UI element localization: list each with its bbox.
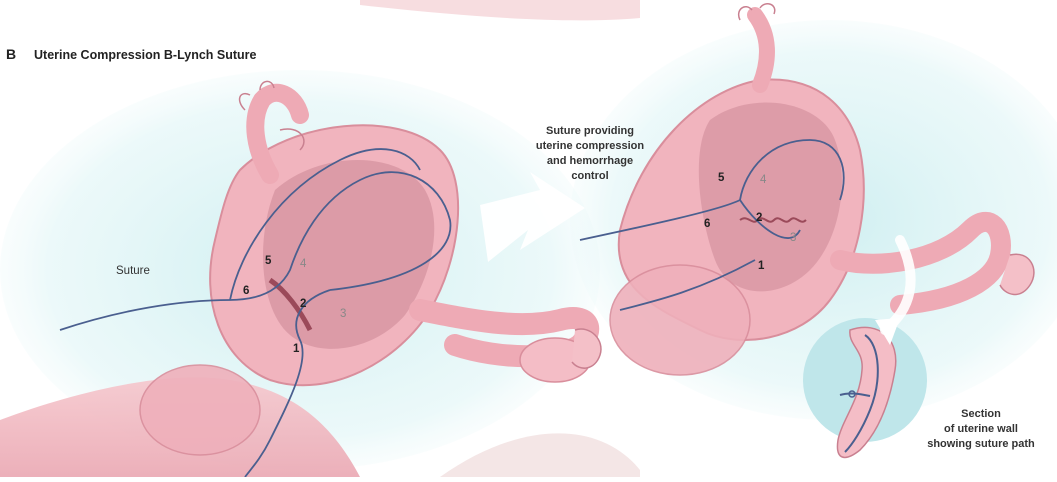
section-callout: Section of uterine wall showing suture p… [906,407,1056,452]
right-step-3: 3 [790,232,796,244]
left-step-2: 2 [300,298,306,310]
right-step-2: 2 [756,212,762,224]
left-step-5: 5 [265,255,271,267]
section-callout-line: Section [906,407,1056,422]
panel-letter: B [6,46,16,62]
compression-callout-line: and hemorrhage [520,154,660,169]
compression-callout-line: control [520,169,660,184]
right-step-1: 1 [758,260,764,272]
panel-title: Uterine Compression B-Lynch Suture [34,48,257,62]
left-step-3: 3 [340,308,346,320]
background-tissue-bottom [440,433,640,477]
compression-callout-line: Suture providing [520,124,660,139]
suture-label: Suture [116,265,150,277]
section-callout-line: of uterine wall [906,422,1056,437]
right-step-5: 5 [718,172,724,184]
right-step-4: 4 [760,174,766,186]
background-tissue-top [360,0,640,20]
section-callout-line: showing suture path [906,437,1056,452]
compression-callout: Suture providing uterine compression and… [520,124,660,184]
left-step-1: 1 [293,343,299,355]
compression-callout-line: uterine compression [520,139,660,154]
left-step-6: 6 [243,285,249,297]
left-step-4: 4 [300,258,306,270]
right-step-6: 6 [704,218,710,230]
